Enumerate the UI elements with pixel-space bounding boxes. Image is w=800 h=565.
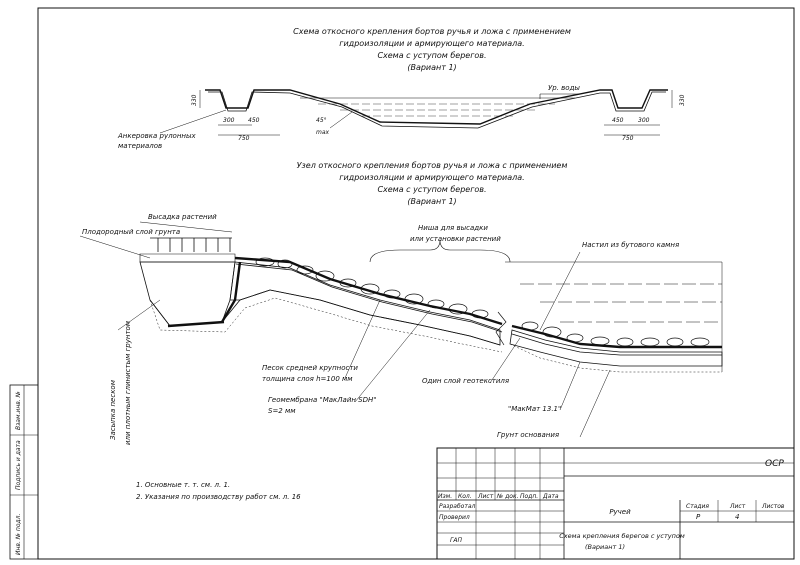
svg-text:750: 750 [238, 135, 250, 142]
backfill-label-1: Засыпка песком [109, 379, 117, 440]
note-1: 1. Основные т. т. см. л. 1. [136, 481, 230, 489]
stamp-stage: Р [696, 513, 701, 521]
svg-text:450: 450 [248, 117, 260, 124]
side-stamp: Инв. № подл. Подпись и дата Взам.инв. № [9, 384, 39, 560]
svg-text:(Вариант 1): (Вариант 1) [407, 197, 456, 206]
stamp-developed: Разработал [439, 503, 476, 510]
plants-label: Высадка растений [148, 213, 217, 221]
svg-text:450: 450 [612, 117, 624, 124]
geomembrane-label-1: Геомембрана "МакЛайн SDH" [268, 396, 377, 404]
svg-text:Схема откосного крепления борт: Схема откосного крепления бортов ручья и… [293, 27, 571, 36]
svg-text:Схема с уступом берегов.: Схема с уступом берегов. [377, 51, 486, 60]
svg-text:330: 330 [191, 94, 198, 106]
sand-backfill [139, 261, 236, 327]
geotextile-label: Один слой геотекстиля [422, 377, 509, 385]
svg-text:(Вариант 1): (Вариант 1) [407, 63, 456, 72]
node-section: Высадка растений Плодородный слой грунта… [79, 213, 723, 445]
svg-text:750: 750 [622, 135, 634, 142]
svg-text:Кол.: Кол. [458, 493, 472, 500]
side-stamp-sign: Подпись и дата [15, 440, 22, 490]
stamp-checked: Проверил [439, 514, 470, 521]
svg-text:Схема с уступом берегов.: Схема с уступом берегов. [377, 185, 486, 194]
backfill-label-2: или плотным глинистым грунтом [124, 320, 132, 445]
sheet-frame [37, 7, 795, 560]
water-level-label: Ур. воды [548, 84, 580, 92]
side-stamp-replace: Взам.инв. № [15, 391, 22, 430]
node-title: Узел откосного крепления бортов ручья и … [297, 161, 568, 206]
svg-text:max: max [316, 129, 330, 136]
svg-text:гидроизоляции и армирующего ма: гидроизоляции и армирующего материала. [339, 39, 524, 48]
stamp-sheet-title-1: Схема крепления берегов с уступом [559, 532, 685, 540]
topsoil-label: Плодородный слой грунта [82, 228, 180, 236]
top-scheme: Ур. воды 330 300 450 750 330 450 300 750… [117, 84, 686, 150]
notes: 1. Основные т. т. см. л. 1. 2. Указания … [136, 481, 301, 501]
stamp-code: ОСР [765, 459, 784, 469]
geomembrane-label-2: S=2 мм [268, 407, 296, 415]
anchor-label-2: материалов [118, 142, 162, 150]
svg-text:№ док.: № док. [496, 493, 519, 500]
svg-text:Листов: Листов [761, 503, 785, 510]
topsoil-layer [139, 253, 236, 263]
svg-text:Узел откосного крепления борто: Узел откосного крепления бортов ручья и … [297, 161, 568, 170]
base-soil-label: Грунт основания [497, 431, 559, 439]
stamp-gap: ГАП [450, 537, 462, 544]
rubble-stones [255, 257, 489, 319]
sand-label-1: Песок средней крупности [262, 364, 358, 372]
svg-text:330: 330 [679, 94, 686, 106]
stamp-object: Ручей [609, 508, 631, 516]
svg-text:45°: 45° [316, 117, 327, 124]
niche-label-2: или установки растений [410, 235, 501, 243]
title-block: ОСР Изм. Кол. Лист № док. Подп. Дата Раз… [436, 447, 795, 560]
svg-text:Изм.: Изм. [438, 493, 452, 500]
svg-text:гидроизоляции и армирующего ма: гидроизоляции и армирующего материала. [339, 173, 524, 182]
side-stamp-inv: Инв. № подл. [15, 514, 22, 555]
makmat-label: "МакМат 13.1" [508, 405, 561, 413]
svg-text:Стадия: Стадия [686, 503, 709, 510]
svg-text:300: 300 [223, 117, 235, 124]
stamp-sheet-title-2: (Вариант 1) [585, 543, 625, 551]
note-2: 2. Указания по производству работ см. л.… [136, 493, 301, 501]
anchor-label-1: Анкеровка рулонных [117, 132, 197, 140]
svg-text:Лист: Лист [477, 493, 494, 500]
sand-layer [229, 261, 501, 346]
plant-arrows [150, 237, 232, 252]
rubble-label: Настил из бутового камня [582, 241, 679, 249]
svg-text:300: 300 [638, 117, 650, 124]
svg-text:Лист: Лист [729, 503, 746, 510]
stamp-sheet: 4 [735, 513, 739, 521]
svg-text:Дата: Дата [542, 493, 559, 500]
sand-label-2: толщина слоя h=100 мм [262, 375, 353, 383]
niche-label-1: Ниша для высадки [418, 224, 488, 232]
svg-text:Подп.: Подп. [520, 493, 538, 500]
top-title: Схема откосного крепления бортов ручья и… [293, 27, 571, 72]
